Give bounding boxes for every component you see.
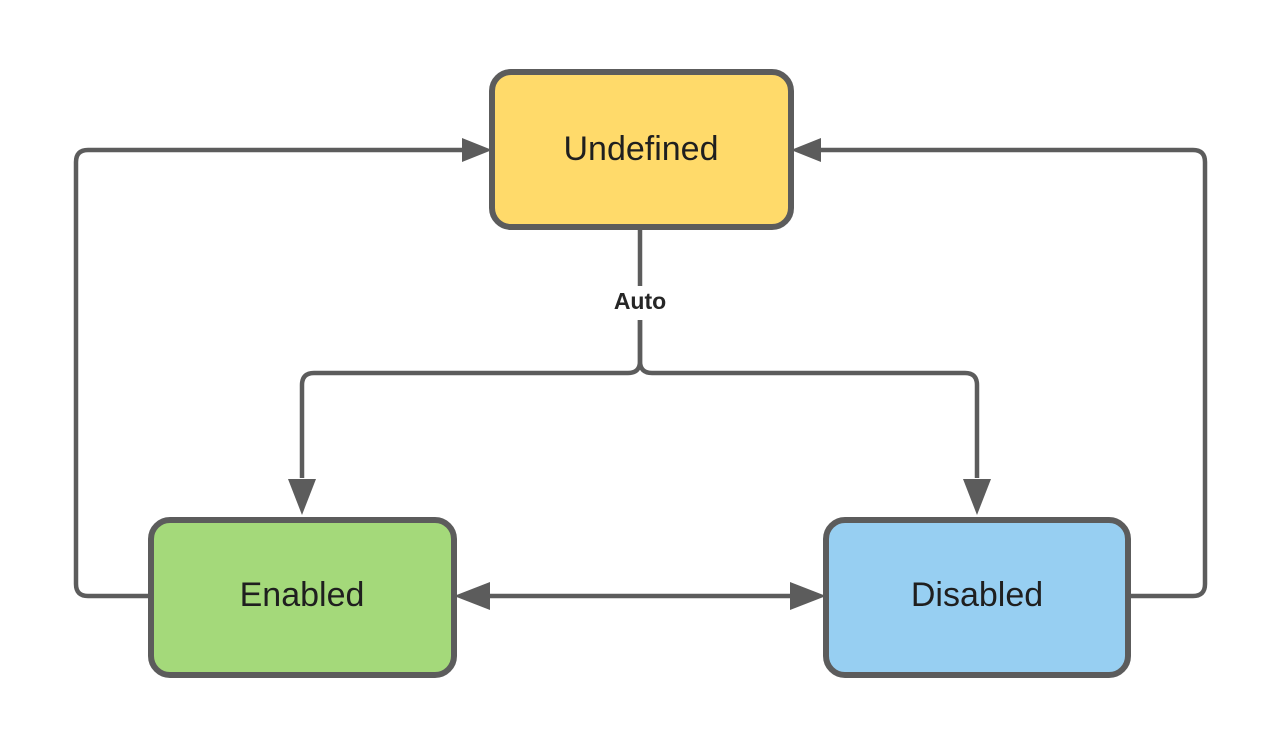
edge-disabled-to-undefined-path <box>817 147 1208 599</box>
edge-label-auto: Auto <box>614 288 666 314</box>
node-disabled-label: Disabled <box>911 576 1043 614</box>
edge-enabled-to-undefined-path <box>73 147 466 599</box>
arrowhead-into-enabled-top <box>288 479 316 515</box>
node-enabled[interactable]: Enabled <box>148 517 457 678</box>
node-disabled[interactable]: Disabled <box>823 517 1131 678</box>
node-enabled-shape <box>148 517 457 678</box>
edge-enabled-disabled-bidirectional[interactable] <box>454 582 826 610</box>
node-undefined[interactable]: Undefined <box>489 69 794 230</box>
node-enabled-label: Enabled <box>240 576 365 614</box>
edge-auto-branch-enabled <box>299 320 643 478</box>
edge-auto-branch-disabled <box>637 320 980 478</box>
arrowhead-into-disabled-left <box>790 582 826 610</box>
node-disabled-shape <box>823 517 1131 678</box>
edge-disabled-to-undefined[interactable] <box>791 138 1208 599</box>
edge-auto-fork[interactable]: Auto <box>288 227 991 515</box>
arrowhead-into-disabled-top <box>963 479 991 515</box>
node-undefined-label: Undefined <box>563 130 718 168</box>
edge-enabled-to-undefined[interactable] <box>73 138 492 599</box>
arrowhead-into-undefined-right <box>791 138 821 162</box>
arrowhead-into-enabled-right <box>454 582 490 610</box>
node-undefined-shape <box>489 69 794 230</box>
arrowhead-into-undefined-left <box>462 138 492 162</box>
